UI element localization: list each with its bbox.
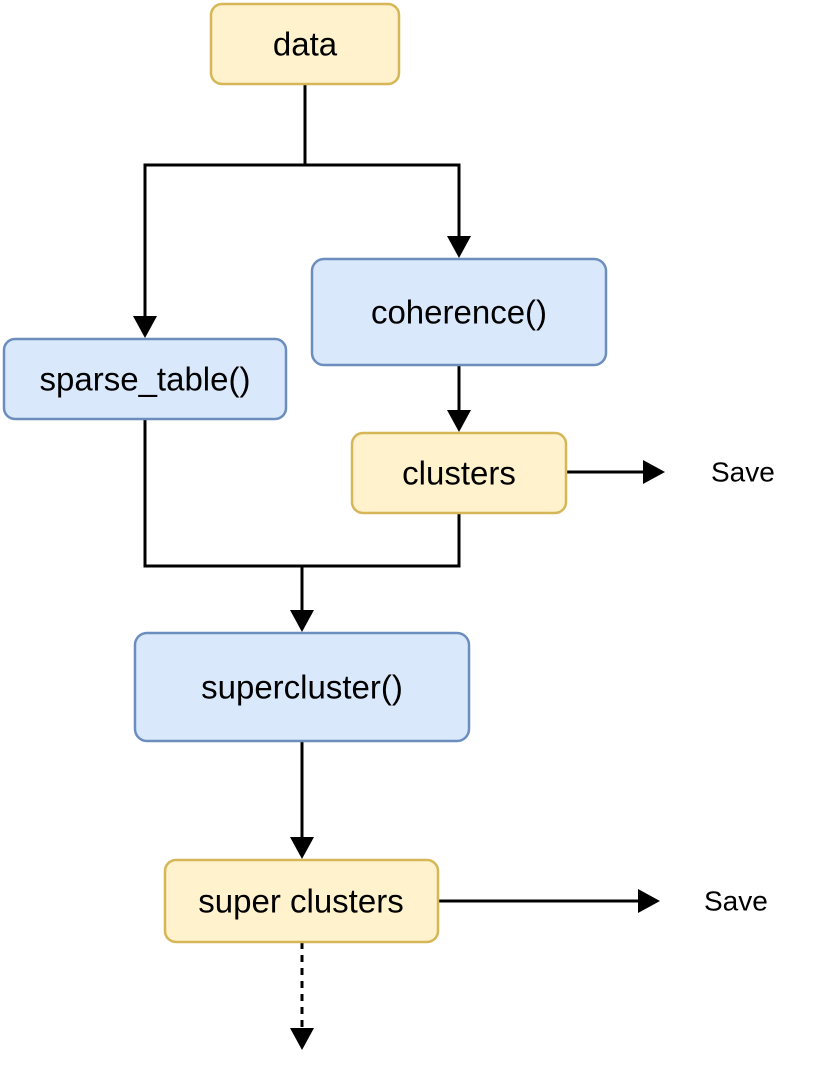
- arrowhead-continuation: [290, 1028, 314, 1050]
- node-super-clusters-box: [163, 858, 440, 944]
- arrowhead-clusters-save: [643, 460, 665, 484]
- node-clusters[interactable]: clusters: [350, 431, 568, 515]
- node-clusters-label: clusters: [402, 455, 516, 492]
- node-sparse-table-box: [2, 337, 288, 421]
- node-data-label: data: [273, 26, 338, 63]
- super-clusters-save-label: Save: [704, 886, 768, 917]
- node-super-clusters[interactable]: super clusters: [163, 858, 440, 944]
- edge-clusters-to-merge: [302, 513, 461, 568]
- clusters-save-label: Save: [711, 457, 775, 488]
- node-clusters-box: [350, 431, 568, 515]
- edge-sparse-table-to-merge: [143, 419, 302, 568]
- node-coherence[interactable]: coherence(): [310, 257, 608, 367]
- arrowhead-coherence: [447, 236, 471, 258]
- arrowhead-supercluster: [290, 610, 314, 632]
- node-coherence-box: [310, 257, 608, 367]
- node-data[interactable]: data: [209, 2, 401, 86]
- arrowhead-super-clusters-save: [638, 889, 660, 913]
- node-super-clusters-label: super clusters: [198, 883, 403, 920]
- node-supercluster[interactable]: supercluster(): [133, 631, 471, 743]
- arrowhead-super-clusters: [290, 837, 314, 859]
- node-sparse-table[interactable]: sparse_table(): [2, 337, 288, 421]
- edge-data-to-sparse-table: [143, 84, 307, 318]
- node-coherence-label: coherence(): [371, 294, 547, 331]
- arrowhead-clusters: [447, 410, 471, 432]
- node-supercluster-label: supercluster(): [201, 669, 403, 706]
- edge-data-to-coherence: [305, 163, 461, 238]
- node-data-box: [209, 2, 401, 86]
- arrowhead-sparse-table: [133, 316, 157, 338]
- node-sparse-table-label: sparse_table(): [40, 361, 251, 398]
- node-supercluster-box: [133, 631, 471, 743]
